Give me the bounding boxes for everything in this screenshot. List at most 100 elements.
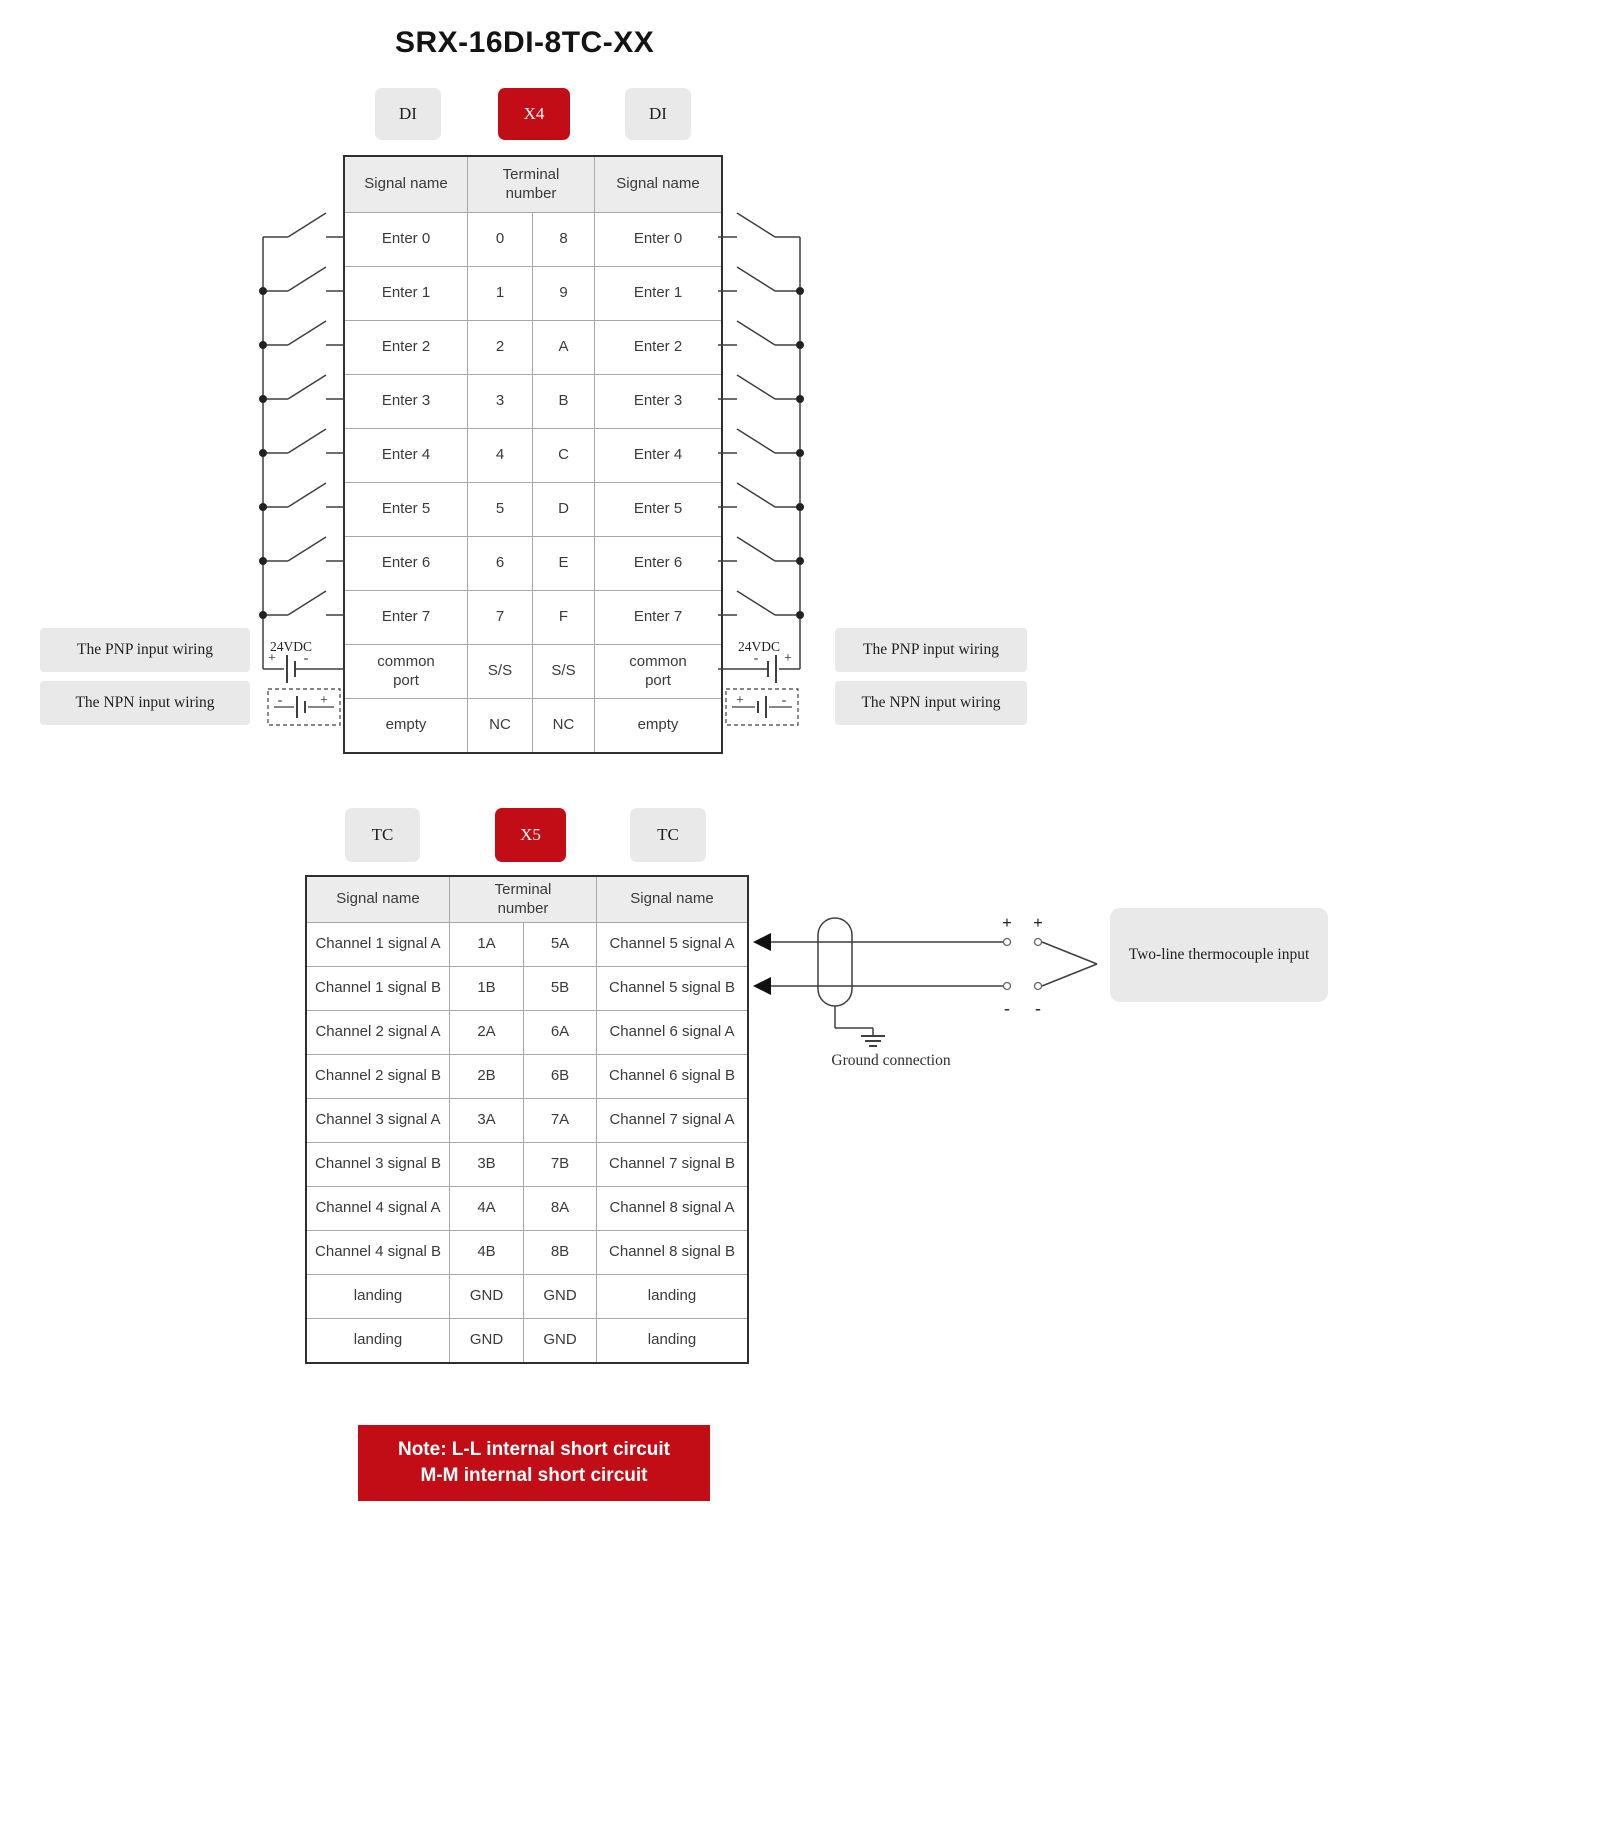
terminal-number-cell: 3 [467, 374, 532, 428]
terminal-number-cell: GND [523, 1274, 596, 1318]
tc-badge-left: TC [345, 808, 420, 862]
polarity-signs: + + - - [1002, 913, 1043, 1018]
signal-name-cell: common port [345, 644, 467, 698]
signal-name-cell: Enter 5 [345, 482, 467, 536]
signal-name-cell: Enter 3 [594, 374, 721, 428]
voltage-label: 24VDC [270, 639, 312, 654]
battery-plus-sign: + [784, 651, 792, 666]
di-right-wiring-drawing: + - 24VDC + - [718, 212, 804, 726]
signal-name-cell: Enter 5 [594, 482, 721, 536]
left-input-switches [263, 212, 345, 616]
terminal-number-cell: GND [449, 1274, 523, 1318]
terminal-number-cell: 4B [449, 1230, 523, 1274]
terminal-number-cell: F [532, 590, 594, 644]
signal-name-cell: common port [594, 644, 721, 698]
terminal-number-cell: 2A [449, 1010, 523, 1054]
signal-name-cell: Channel 3 signal B [307, 1142, 449, 1186]
terminal-number-cell: 7B [523, 1142, 596, 1186]
signal-name-cell: Enter 3 [345, 374, 467, 428]
battery-minus-sign: - [754, 651, 759, 666]
signal-name-cell: Enter 6 [594, 536, 721, 590]
signal-name-cell: empty [594, 698, 721, 752]
pnp-wiring-label-right: The PNP input wiring [835, 628, 1027, 672]
terminal-number-cell: A [532, 320, 594, 374]
signal-name-cell: Enter 0 [345, 212, 467, 266]
terminal-number-cell: 4 [467, 428, 532, 482]
x4-connector-badge: X4 [498, 88, 570, 140]
terminal-number-cell: 5A [523, 922, 596, 966]
thermocouple-input-label: Two-line thermocouple input [1110, 908, 1328, 1002]
di-header-terminal-number: Terminal number [467, 157, 594, 212]
signal-name-cell: Enter 6 [345, 536, 467, 590]
terminal-number-cell: 1B [449, 966, 523, 1010]
page-title: SRX-16DI-8TC-XX [395, 26, 655, 59]
terminal-number-cell: 6 [467, 536, 532, 590]
right-bus-junction-dots [796, 287, 804, 619]
ground-symbol [834, 1006, 885, 1047]
terminal-number-cell: 1 [467, 266, 532, 320]
terminal-number-cell: 5B [523, 966, 596, 1010]
signal-arrowheads [753, 933, 771, 995]
terminal-number-cell: 8 [532, 212, 594, 266]
signal-name-cell: landing [596, 1318, 747, 1362]
signal-name-cell: Channel 1 signal B [307, 966, 449, 1010]
pnp-wiring-label-left: The PNP input wiring [40, 628, 250, 672]
battery-plus-sign: + [268, 651, 276, 666]
battery-minus-sign: - [304, 651, 309, 666]
terminal-number-cell: NC [467, 698, 532, 752]
signal-name-cell: Channel 5 signal A [596, 922, 747, 966]
thermocouple-wires [771, 941, 1098, 987]
npn-wiring-label-left: The NPN input wiring [40, 681, 250, 725]
signal-name-cell: Channel 7 signal B [596, 1142, 747, 1186]
signal-name-cell: Enter 2 [345, 320, 467, 374]
signal-name-cell: Enter 2 [594, 320, 721, 374]
signal-name-cell: Enter 1 [594, 266, 721, 320]
signal-name-cell: Channel 2 signal A [307, 1010, 449, 1054]
signal-name-cell: Channel 6 signal B [596, 1054, 747, 1098]
minus-sign: - [1004, 999, 1010, 1018]
tc-terminal-table: Signal name Terminal number Signal name … [305, 875, 749, 1364]
terminal-number-cell: C [532, 428, 594, 482]
terminal-number-cell: S/S [532, 644, 594, 698]
minus-sign: - [1035, 999, 1041, 1018]
tc-header-terminal-number: Terminal number [449, 877, 596, 922]
terminal-number-cell: 2B [449, 1054, 523, 1098]
signal-name-cell: Channel 8 signal A [596, 1186, 747, 1230]
signal-name-cell: landing [596, 1274, 747, 1318]
signal-name-cell: Channel 7 signal A [596, 1098, 747, 1142]
terminal-number-cell: 8B [523, 1230, 596, 1274]
terminal-number-cell: NC [532, 698, 594, 752]
ground-connection-label: Ground connection [831, 1052, 951, 1069]
note-line-2: M-M internal short circuit [420, 1465, 648, 1486]
tc-badge-right: TC [630, 808, 706, 862]
note-line-1: Note: L-L internal short circuit [397, 1439, 670, 1460]
battery-plus-sign: + [320, 693, 328, 708]
voltage-label: 24VDC [738, 639, 780, 654]
signal-name-cell: Channel 4 signal A [307, 1186, 449, 1230]
signal-name-cell: Channel 4 signal B [307, 1230, 449, 1274]
left-npn-battery-symbol: - + [267, 688, 341, 726]
terminal-number-cell: 3A [449, 1098, 523, 1142]
terminal-number-cell: 4A [449, 1186, 523, 1230]
thermocouple-wiring-drawing: + + - - [753, 913, 1098, 1047]
signal-name-cell: Enter 7 [594, 590, 721, 644]
terminal-number-cell: 6A [523, 1010, 596, 1054]
di-header-signal-left: Signal name [345, 157, 467, 212]
npn-wiring-label-right: The NPN input wiring [835, 681, 1027, 725]
di-badge-right: DI [625, 88, 691, 140]
terminal-number-cell: 7 [467, 590, 532, 644]
terminal-number-cell: 8A [523, 1186, 596, 1230]
right-pnp-battery-symbol: + - 24VDC [718, 639, 800, 683]
tc-header-signal-left: Signal name [307, 877, 449, 922]
terminal-number-cell: GND [523, 1318, 596, 1362]
signal-name-cell: Enter 0 [594, 212, 721, 266]
terminal-number-cell: 7A [523, 1098, 596, 1142]
left-pnp-battery-symbol: + - 24VDC [263, 639, 345, 683]
thermocouple-probe-symbol [817, 917, 853, 1007]
signal-name-cell: Enter 1 [345, 266, 467, 320]
di-badge-left: DI [375, 88, 441, 140]
terminal-number-cell: GND [449, 1318, 523, 1362]
signal-name-cell: empty [345, 698, 467, 752]
signal-name-cell: Channel 8 signal B [596, 1230, 747, 1274]
